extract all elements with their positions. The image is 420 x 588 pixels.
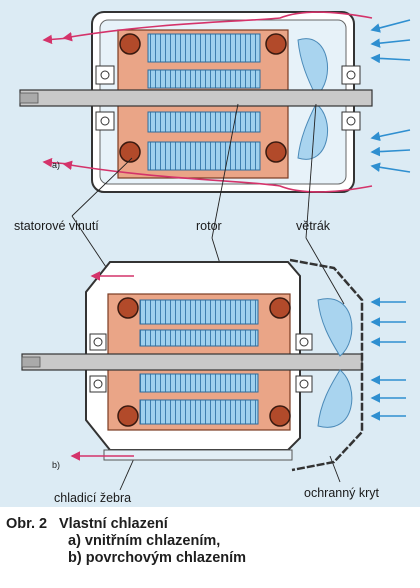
stator-winding-label: statorové vinutí <box>14 219 99 233</box>
rotor-label: rotor <box>196 219 222 233</box>
inlet-arrows-b <box>370 297 406 421</box>
motor-diagrams <box>19 11 411 491</box>
winding-a-bl <box>119 141 141 163</box>
winding-b-tr <box>269 297 291 319</box>
fan-b-bottom <box>317 369 353 428</box>
protective-cover-label: ochranný kryt <box>304 486 380 500</box>
bearing-a-right <box>341 65 361 131</box>
shaft-a <box>19 89 373 107</box>
rotor-stack-a-bottom <box>147 111 261 133</box>
part-a-tag: a) <box>52 160 61 170</box>
inlet-arrows-a <box>370 19 411 173</box>
caption-line-b: b) povrchovým chlazením <box>68 550 247 566</box>
motor-cooling-figure: a) b) statorové vinutí rotor větrák chla… <box>0 0 420 507</box>
motor-a <box>19 11 411 193</box>
outlet-arrows-b <box>70 271 134 461</box>
cooling-fins-label: chladicí žebra <box>54 491 132 505</box>
winding-b-bl <box>117 405 139 427</box>
bearing-b <box>89 333 313 393</box>
caption-title: Vlastní chlazení <box>59 516 168 532</box>
fan-label: větrák <box>296 219 331 233</box>
rotor-stack-b-bottom <box>139 373 259 393</box>
caption-number: Obr. 2 <box>6 516 48 532</box>
shaft-b <box>21 353 363 371</box>
winding-b-br <box>269 405 291 427</box>
bearing-a-left <box>95 65 115 131</box>
cooling-fins <box>103 449 293 461</box>
protective-cover <box>289 258 364 472</box>
winding-a-br <box>265 141 287 163</box>
rotor-stack-b-top <box>139 329 259 347</box>
winding-b-tl <box>117 297 139 319</box>
motor-b <box>21 258 406 472</box>
part-b-tag: b) <box>52 460 61 470</box>
caption-line-a: a) vnitřním chlazením, <box>68 533 221 549</box>
winding-a-tl <box>119 33 141 55</box>
rotor-stack-a-top <box>147 69 261 89</box>
fan-b-top <box>317 298 353 357</box>
winding-a-tr <box>265 33 287 55</box>
